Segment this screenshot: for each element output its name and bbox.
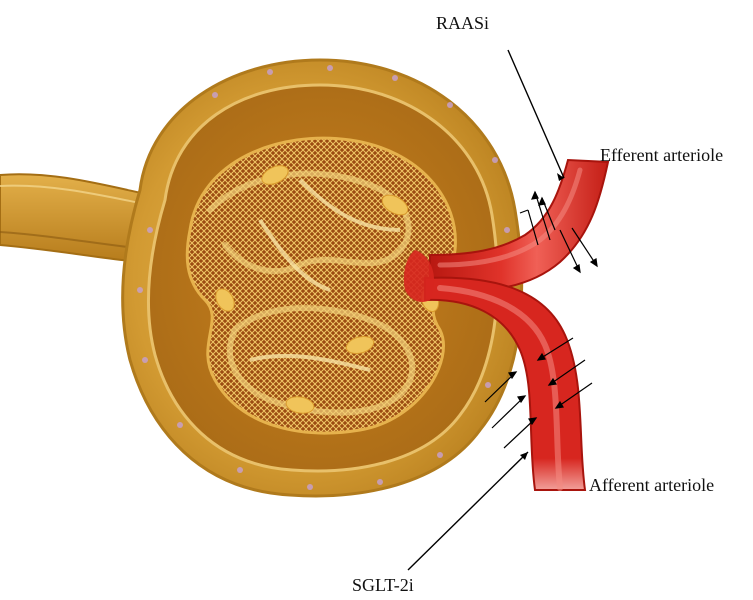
sglt2i-label: SGLT-2i: [352, 576, 414, 594]
afferent-arteriole-label: Afferent arteriole: [589, 476, 714, 494]
efferent-arteriole-label: Efferent arteriole: [600, 146, 723, 164]
raasi-pointer-line: [508, 50, 564, 178]
raasi-label: RAASi: [436, 14, 489, 32]
